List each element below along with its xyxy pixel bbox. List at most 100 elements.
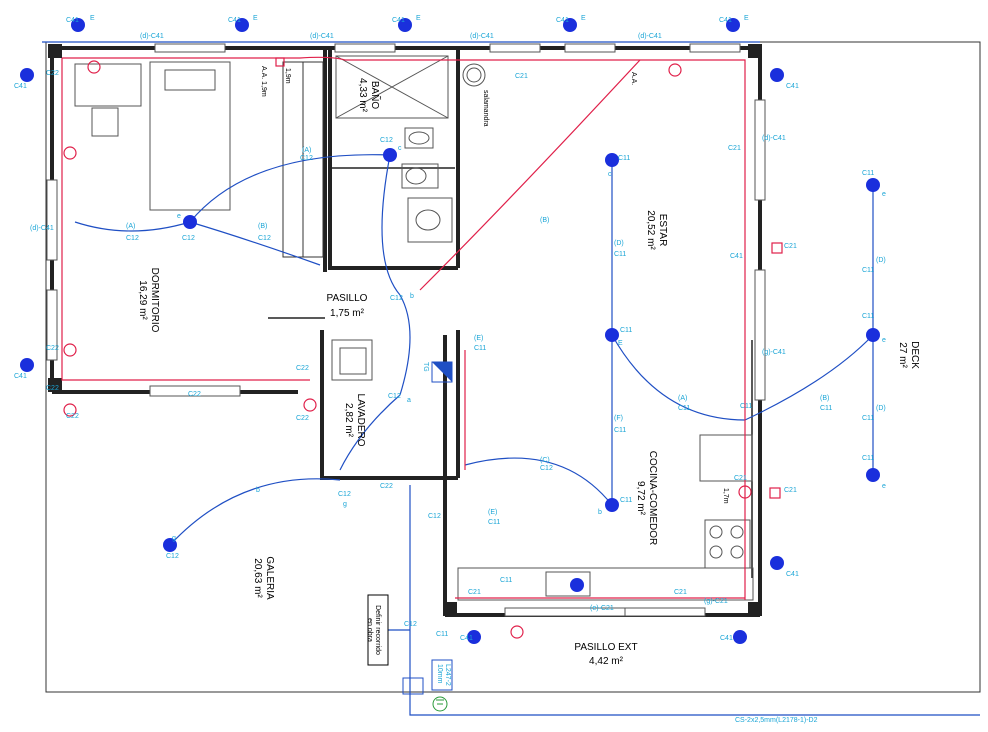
svg-text:L247-2: L247-2 <box>444 664 451 686</box>
svg-text:E: E <box>618 340 623 347</box>
svg-text:C12: C12 <box>540 465 553 472</box>
svg-text:C21: C21 <box>784 487 797 494</box>
svg-text:b: b <box>256 487 260 494</box>
svg-text:(d)-C41: (d)-C41 <box>30 225 54 232</box>
galeria-name: GALERIA <box>264 556 275 600</box>
room-deck: DECK 27 m² <box>897 341 920 369</box>
svg-text:a: a <box>407 397 411 404</box>
room-bano: BAÑO 4,33 m² <box>357 78 382 113</box>
cocina-area: 9,72 m² <box>635 481 646 516</box>
deck-area: 27 m² <box>897 342 908 368</box>
svg-text:1,7m: 1,7m <box>722 488 729 504</box>
svg-text:C22: C22 <box>296 415 309 422</box>
svg-text:C11: C11 <box>862 267 874 274</box>
svg-text:e: e <box>882 483 886 490</box>
svg-text:salamandra: salamandra <box>482 90 489 127</box>
galeria-area: 20,63 m² <box>252 558 263 598</box>
dormitorio-area: 16,29 m² <box>137 280 148 320</box>
meter-id-label: L247-2 <box>444 664 451 686</box>
room-dormitorio: DORMITORIO 16,29 m² <box>137 268 160 333</box>
svg-text:E: E <box>744 15 749 22</box>
ground-icon <box>432 696 448 712</box>
svg-text:(E): (E) <box>474 335 483 342</box>
estar-area: 20,52 m² <box>645 210 656 250</box>
windows <box>46 43 766 617</box>
svg-text:(A): (A) <box>302 147 311 154</box>
svg-text:C11: C11 <box>618 155 630 162</box>
svg-text:C21: C21 <box>734 475 747 482</box>
svg-text:C11: C11 <box>620 327 632 334</box>
laundry-sink <box>331 339 373 381</box>
svg-text:(g)-C41: (g)-C41 <box>762 349 786 356</box>
svg-text:A.A.: A.A. <box>630 72 637 85</box>
toilet <box>401 163 439 189</box>
bano-area: 4,33 m² <box>357 78 368 113</box>
svg-text:C41: C41 <box>786 83 799 90</box>
recorrido-line-2: en obra <box>366 618 373 642</box>
pasillo-area: 1,75 m² <box>330 308 365 319</box>
lavadero-area: 2,82 m² <box>343 403 354 438</box>
lavadero-name: LAVADERO <box>355 394 366 447</box>
room-cocina: COCINA-COMEDOR 9,72 m² <box>635 451 658 545</box>
svg-text:C11: C11 <box>474 345 486 352</box>
meter-size-label: 10mm <box>436 664 443 684</box>
meter-tag <box>431 659 453 691</box>
svg-text:(D): (D) <box>876 257 886 264</box>
svg-text:C12: C12 <box>428 513 441 520</box>
svg-text:C11: C11 <box>500 577 512 584</box>
kitchen-counter <box>457 434 754 601</box>
estar-name: ESTAR <box>657 214 668 247</box>
svg-text:E: E <box>581 15 586 22</box>
svg-text:TG: TG <box>422 362 429 372</box>
svg-text:C11: C11 <box>614 251 626 258</box>
svg-text:A.A. 1,9m: A.A. 1,9m <box>260 66 267 97</box>
svg-text:(D): (D) <box>876 405 886 412</box>
svg-text:C11: C11 <box>614 427 626 434</box>
cable-label: CS-2x2,5mm(L2178-1)-D2 <box>735 717 818 724</box>
svg-text:(d)-C41: (d)-C41 <box>470 33 494 40</box>
pasillo-ext-area: 4,42 m² <box>589 656 624 667</box>
recorrido-line-1: Definir recorrido <box>374 605 381 655</box>
height-label-2: A.A. 1,9m <box>260 66 267 97</box>
svg-text:C22: C22 <box>188 391 201 398</box>
height-label-1: 1,9m <box>284 68 291 84</box>
wardrobe <box>282 61 324 258</box>
room-galeria: GALERIA 20,63 m² <box>252 556 275 600</box>
svg-text:b: b <box>410 293 414 300</box>
sink <box>407 197 453 243</box>
svg-text:C21: C21 <box>674 589 687 596</box>
svg-text:C21: C21 <box>784 243 797 250</box>
meter-box <box>402 677 424 695</box>
svg-text:(d)-C41: (d)-C41 <box>310 33 334 40</box>
dormitorio-name: DORMITORIO <box>149 268 160 333</box>
svg-text:C11: C11 <box>820 405 832 412</box>
svg-text:C11: C11 <box>620 497 632 504</box>
site-boundary <box>45 41 981 693</box>
room-estar: ESTAR 20,52 m² <box>645 210 668 250</box>
svg-text:C12: C12 <box>404 621 417 628</box>
svg-text:C12: C12 <box>126 235 139 242</box>
cocina-name: COCINA-COMEDOR <box>647 451 658 545</box>
svg-text:(B): (B) <box>820 395 829 402</box>
svg-text:C22: C22 <box>296 365 309 372</box>
svg-text:C12: C12 <box>380 137 393 144</box>
svg-text:C41: C41 <box>14 83 27 90</box>
salamandra-label: salamandra <box>482 90 489 127</box>
red-circuits <box>61 56 746 600</box>
svg-text:C11: C11 <box>862 170 874 177</box>
bano-name: BAÑO <box>369 81 382 110</box>
svg-text:1,9m: 1,9m <box>284 68 291 84</box>
shower <box>335 55 449 119</box>
svg-text:C21: C21 <box>468 589 481 596</box>
svg-text:b: b <box>598 509 602 516</box>
tg-panel <box>431 361 453 383</box>
circuit-labels: C41 C41 C41 C41 C41 E E E E E (d)-C41 (d… <box>14 15 886 642</box>
red-devices <box>63 57 783 639</box>
svg-text:c: c <box>398 145 402 152</box>
svg-text:C21: C21 <box>728 145 741 152</box>
svg-text:E: E <box>253 15 258 22</box>
svg-text:C41: C41 <box>786 571 799 578</box>
svg-text:g: g <box>343 501 347 508</box>
svg-text:C11: C11 <box>436 631 448 638</box>
svg-text:C41: C41 <box>392 17 405 24</box>
